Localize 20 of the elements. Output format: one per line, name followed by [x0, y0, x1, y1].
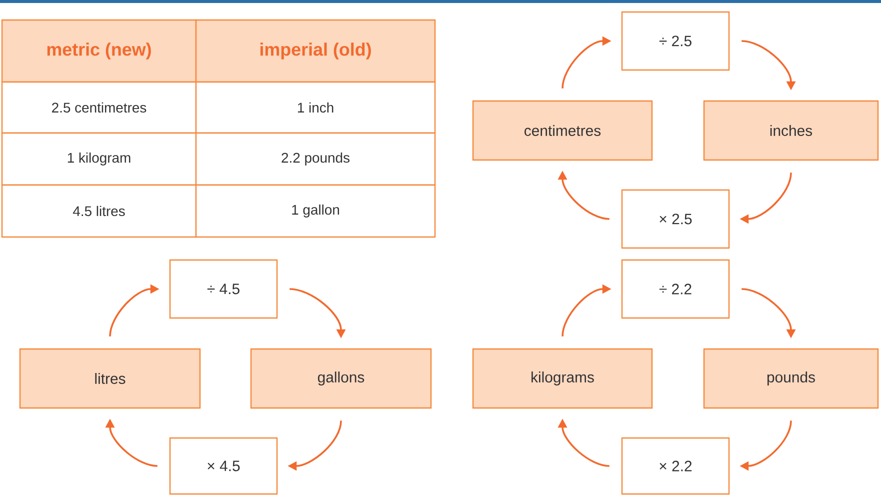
table-cell: 1 inch: [195, 81, 436, 134]
unit-box: litres: [19, 348, 201, 409]
table-cell: 4.5 litres: [1, 184, 197, 238]
operation-box: × 4.5: [169, 437, 278, 495]
unit-box: gallons: [250, 348, 432, 409]
unit-box: inches: [703, 100, 879, 161]
operation-box: ÷ 4.5: [169, 259, 278, 319]
table-cell: 2.2 pounds: [195, 132, 436, 186]
table-cell: 1 kilogram: [1, 132, 197, 186]
operation-box: × 2.5: [621, 189, 730, 249]
unit-box: pounds: [703, 348, 879, 409]
table-cell: 1 gallon: [195, 184, 436, 238]
table-cell: 2.5 centimetres: [1, 81, 197, 134]
operation-box: ÷ 2.2: [621, 259, 730, 319]
operation-box: × 2.2: [621, 437, 730, 495]
table-header-cell: metric (new): [1, 19, 197, 83]
table-header-cell: imperial (old): [195, 19, 436, 83]
operation-box: ÷ 2.5: [621, 11, 730, 71]
unit-box: centimetres: [472, 100, 653, 161]
unit-box: kilograms: [472, 348, 653, 409]
